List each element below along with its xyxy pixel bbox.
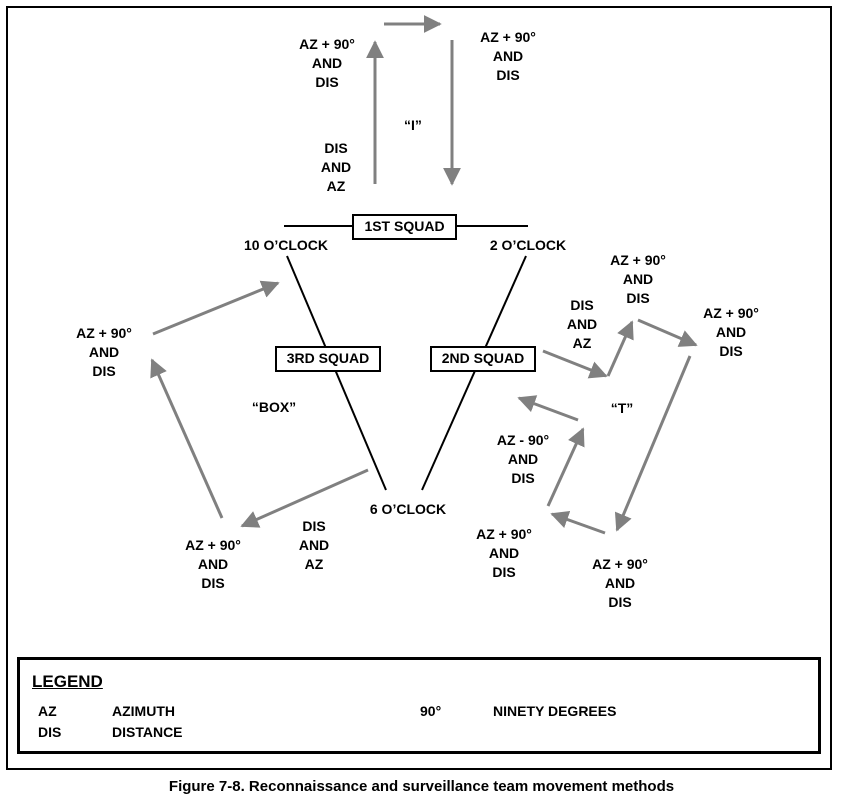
arrow-t-left xyxy=(550,510,606,535)
t-minus-label: AZ - 90° AND DIS xyxy=(496,432,550,486)
arrow-box-start xyxy=(240,468,369,528)
method-box-label: “BOX” xyxy=(251,399,297,415)
movement-arrows xyxy=(150,15,698,535)
legend-meaning-az: AZIMUTH xyxy=(112,703,175,719)
arrow-t-right xyxy=(637,318,698,347)
legend-abbr-az: AZ xyxy=(38,703,57,719)
t-top-label: AZ + 90° AND DIS xyxy=(610,252,666,306)
box-start-label: DIS AND AZ xyxy=(298,518,330,572)
legend-meaning-90: NINETY DEGREES xyxy=(493,703,617,719)
figure-frame xyxy=(6,6,832,770)
figure-caption: Figure 7-8. Reconnaissance and surveilla… xyxy=(168,778,675,795)
ten-oclock-label: 10 O’CLOCK xyxy=(243,237,328,253)
legend-title: LEGEND xyxy=(32,672,103,691)
third-squad-line xyxy=(286,255,387,491)
method-t-label: “T” xyxy=(610,400,634,416)
six-oclock-label: 6 O’CLOCK xyxy=(369,501,447,517)
i-left-label: AZ + 90° AND DIS xyxy=(299,36,355,90)
arrow-t-up-2 xyxy=(546,427,585,507)
second-squad-line xyxy=(421,255,527,491)
two-oclock-label: 2 O’CLOCK xyxy=(489,237,567,253)
arrow-t-up xyxy=(606,320,634,377)
arrow-t-start xyxy=(542,349,608,379)
second-squad-box: 2ND SQUAD xyxy=(430,346,536,372)
arrow-box-return xyxy=(152,280,280,336)
t-bottom-right-label: AZ + 90° AND DIS xyxy=(592,556,648,610)
t-start-label: DIS AND AZ xyxy=(566,297,598,351)
t-right-label: AZ + 90° AND DIS xyxy=(703,305,759,359)
arrow-t-down xyxy=(614,355,692,532)
i-start-label: DIS AND AZ xyxy=(320,140,352,194)
box-bottom-label: AZ + 90° AND DIS xyxy=(185,537,241,591)
legend-meaning-dis: DISTANCE xyxy=(112,724,183,740)
arrow-box-up xyxy=(150,358,224,519)
first-squad-box: 1ST SQUAD xyxy=(352,214,457,240)
legend-abbr-90: 90° xyxy=(420,703,442,719)
legend-box: LEGEND AZ AZIMUTH DIS DISTANCE 90° NINET… xyxy=(17,657,821,754)
i-right-label: AZ + 90° AND DIS xyxy=(480,29,536,83)
t-bottom-left-label: AZ + 90° AND DIS xyxy=(476,526,532,580)
legend-abbr-dis: DIS xyxy=(38,724,62,740)
arrow-t-back xyxy=(517,395,579,422)
third-squad-box: 3RD SQUAD xyxy=(275,346,381,372)
box-left-label: AZ + 90° AND DIS xyxy=(76,325,132,379)
method-i-label: “I” xyxy=(404,117,422,133)
